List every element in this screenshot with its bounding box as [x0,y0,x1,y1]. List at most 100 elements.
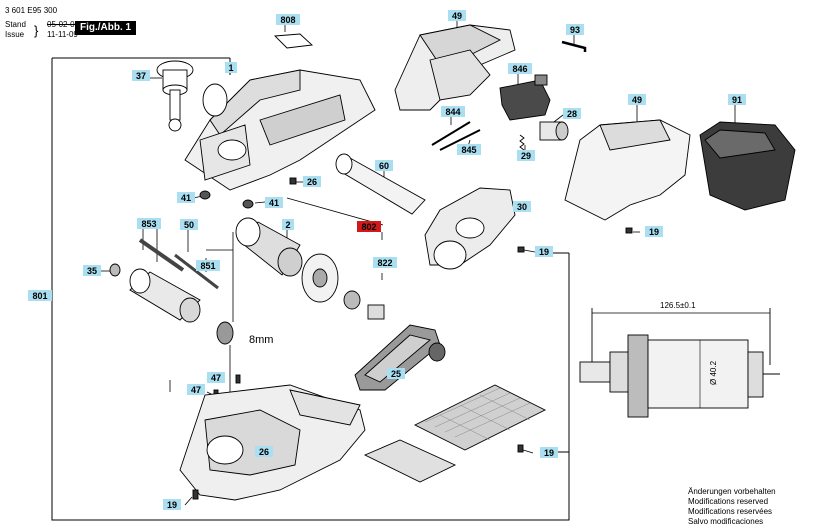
knob [156,60,194,132]
part-label-822: 822 [373,257,397,268]
part-number-802: 802 [361,222,376,232]
small-screw [289,177,297,185]
planer-drum [129,268,234,345]
part-number-50: 50 [184,220,194,230]
part-number-19c: 19 [544,448,554,458]
part-number-41b: 41 [269,198,279,208]
part-labels: 808 49 93 37 1 846 844 28 49 91 845 29 60 41 26 41 30 853… [28,10,746,510]
part-label-25: 25 [387,368,405,379]
part-number-47a: 47 [211,373,221,383]
figure-title: Fig./Abb. 1 [75,21,137,35]
battery-pack [699,121,796,211]
part-label-844: 844 [441,106,465,117]
note-de: Änderungen vorbehalten [688,487,776,496]
lower-plate [363,439,457,483]
part-number-30: 30 [517,202,527,212]
stand-date: 05-02-09 [47,20,80,29]
motor [235,217,303,277]
part-number-808: 808 [280,15,295,25]
part-number-845: 845 [461,145,476,155]
dimension-diameter: Ø 40.2 [709,360,718,385]
cable-845 [439,129,481,151]
part-number-26a: 26 [307,177,317,187]
part-label-26b: 26 [255,446,273,457]
part-label-26a: 26 [303,176,321,187]
cable-844 [431,121,471,146]
part-number-19b: 19 [649,227,659,237]
bearing [343,290,361,310]
part-number-1: 1 [228,63,233,73]
part-label-29: 29 [517,150,535,161]
part-number-25: 25 [391,369,401,379]
nameplate [273,33,314,49]
part-number-37: 37 [136,71,146,81]
part-label-853: 853 [137,218,161,229]
part-number-846: 846 [512,64,527,74]
part-number-28: 28 [567,109,577,119]
part-number-35: 35 [87,266,97,276]
housing-half-upper [394,24,516,111]
screw-19d [192,489,199,500]
header-brace: } [34,23,39,38]
part-label-801: 801 [28,290,52,301]
part-label-808: 808 [276,14,300,25]
screw-19c [517,444,524,453]
screw-19a [517,246,525,253]
part-label-37: 37 [132,70,150,81]
sole-plate [413,384,547,451]
part-number-29: 29 [521,151,531,161]
blade-853 [138,238,185,272]
shaft-size-annotation: 8mm [249,334,273,346]
part-number-19a: 19 [539,247,549,257]
note-es: Salvo modificaciones [688,517,764,526]
part-label-91: 91 [728,94,746,105]
part-label-60: 60 [375,160,393,171]
screw-47a [235,374,241,384]
belt-cover [424,187,516,270]
hex-key [561,40,587,52]
foot-2 [242,199,254,209]
foot-1 [199,190,211,200]
part-label-845: 845 [457,144,481,155]
part-label-50: 50 [180,219,198,230]
part-number-844: 844 [445,107,460,117]
part-label-47b: 47 [187,384,205,395]
part-number-822: 822 [377,258,392,268]
part-label-93: 93 [566,24,584,35]
part-number-60: 60 [379,161,389,171]
nut [109,263,121,277]
screw-19b [625,227,633,234]
part-number-19d: 19 [167,500,177,510]
part-label-30: 30 [513,201,531,212]
switch [499,74,551,121]
part-number-26b: 26 [259,447,269,457]
switch-lock [539,121,569,141]
part-label-49a: 49 [448,10,466,21]
part-label-47a: 47 [207,372,225,383]
dimension-length: 126.5±0.1 [660,301,696,310]
note-en: Modifications reserved [688,497,769,506]
issue-label: Issue [5,30,25,39]
stand-label: Stand [5,20,26,29]
part-number-2: 2 [285,220,290,230]
part-number-49b: 49 [632,95,642,105]
part-label-41a: 41 [177,192,195,203]
note-fr: Modifications reservées [688,507,773,516]
part-label-1: 1 [225,62,237,73]
doc-number: 3 601 E95 300 [5,6,58,15]
part-label-19a: 19 [535,246,553,257]
part-label-28: 28 [563,108,581,119]
part-label-2: 2 [282,219,294,230]
part-label-846: 846 [508,63,532,74]
issue-date: 11-11-09 [47,30,78,39]
spring [519,134,525,151]
part-label-802: 802 [357,221,381,232]
part-label-41b: 41 [265,197,283,208]
base-housing [179,384,366,501]
part-number-91: 91 [732,95,742,105]
part-label-49b: 49 [628,94,646,105]
part-number-853: 853 [141,219,156,229]
part-label-35: 35 [83,265,101,276]
part-label-19b: 19 [645,226,663,237]
